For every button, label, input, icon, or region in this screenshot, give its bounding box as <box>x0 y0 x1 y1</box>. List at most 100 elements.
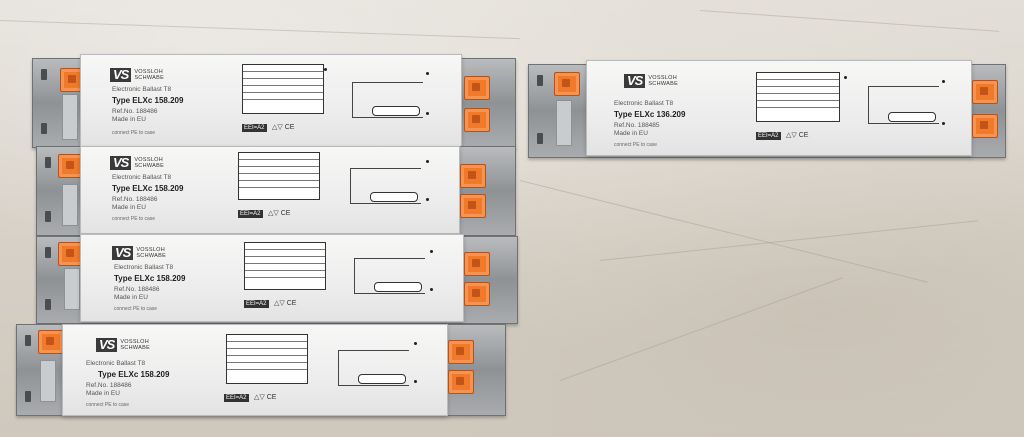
label-strip <box>556 100 572 146</box>
brand-name: VOSSLOH SCHWABE <box>134 157 165 169</box>
input-terminal <box>58 242 84 266</box>
lamp-symbol <box>888 112 936 122</box>
output-terminal <box>464 108 490 132</box>
label-strip <box>40 360 56 402</box>
lamp-symbol <box>374 282 422 292</box>
certification-symbols: △▽ CE <box>786 132 809 139</box>
eei-label: EEI=A2 <box>756 132 781 140</box>
brand-logo: VS VOSSLOH SCHWABE <box>96 338 150 352</box>
spec-table <box>238 152 320 200</box>
wiring-diagram <box>350 168 421 204</box>
certification-symbols: △▽ CE <box>254 394 277 401</box>
wiring-diagram <box>352 82 423 118</box>
brand-logo: VS VOSSLOH SCHWABE <box>112 246 166 260</box>
made-in: Made in EU <box>614 130 648 137</box>
tray-hole <box>25 391 31 402</box>
brand-logo: VS VOSSLOH SCHWABE <box>110 156 164 170</box>
made-in: Made in EU <box>112 116 146 123</box>
brand-name: VOSSLOH SCHWABE <box>136 247 167 259</box>
made-in: Made in EU <box>86 390 120 397</box>
tray-hole <box>45 247 51 258</box>
logo-mark: VS <box>110 156 132 170</box>
lamp-symbol <box>372 106 420 116</box>
lamp-symbol <box>370 192 418 202</box>
brand-name: VOSSLOH SCHWABE <box>648 75 679 87</box>
connect-note: connect PE to case <box>112 216 156 222</box>
brand-name: VOSSLOH SCHWABE <box>120 339 151 351</box>
ref-number: Ref.No. 188486 <box>114 286 160 293</box>
tray-hole <box>45 211 51 222</box>
spec-table <box>226 334 308 384</box>
eei-label: EEI=A2 <box>244 300 269 308</box>
tray-hole <box>537 75 543 86</box>
made-in: Made in EU <box>114 294 148 301</box>
terminal-dot <box>942 122 945 125</box>
tray-hole <box>45 299 51 310</box>
logo-mark: VS <box>624 74 646 88</box>
tray-hole <box>537 133 543 144</box>
output-terminal <box>448 370 474 394</box>
input-terminal <box>554 72 580 96</box>
label-strip <box>62 184 78 226</box>
terminal-dot <box>426 198 429 201</box>
lamp-symbol <box>358 374 406 384</box>
certification-symbols: △▽ CE <box>274 300 297 307</box>
terminal-dot <box>430 250 433 253</box>
output-terminal <box>460 164 486 188</box>
logo-mark: VS <box>96 338 118 352</box>
label-strip <box>62 94 78 140</box>
spec-table <box>244 242 326 290</box>
product-line: Electronic Ballast T8 <box>86 360 146 367</box>
brand-logo: VS VOSSLOH SCHWABE <box>110 68 164 82</box>
output-terminal <box>464 76 490 100</box>
terminal-dot <box>324 68 327 71</box>
output-terminal <box>972 80 998 104</box>
tray-hole <box>25 335 31 346</box>
output-terminal <box>972 114 998 138</box>
eei-label: EEI=A2 <box>224 394 249 402</box>
terminal-dot <box>844 76 847 79</box>
tray-hole <box>41 69 47 80</box>
ballast-type: Type ELXc 158.209 <box>98 370 170 379</box>
product-line: Electronic Ballast T8 <box>614 100 674 107</box>
eei-label: EEI=A2 <box>238 210 263 218</box>
made-in: Made in EU <box>112 204 146 211</box>
label-strip <box>64 268 80 310</box>
ref-number: Ref.No. 188486 <box>112 196 158 203</box>
terminal-dot <box>426 72 429 75</box>
product-line: Electronic Ballast T8 <box>114 264 174 271</box>
output-terminal <box>464 282 490 306</box>
wiring-diagram <box>354 258 425 294</box>
ballast-type: Type ELXc 136.209 <box>614 110 686 119</box>
connect-note: connect PE to case <box>614 142 658 148</box>
ballast-type: Type ELXc 158.209 <box>114 274 186 283</box>
eei-label: EEI=A2 <box>242 124 267 132</box>
certification-symbols: △▽ CE <box>272 124 295 131</box>
brand-logo: VS VOSSLOH SCHWABE <box>624 74 678 88</box>
output-terminal <box>464 252 490 276</box>
brand-name: VOSSLOH SCHWABE <box>134 69 165 81</box>
spec-table <box>242 64 324 114</box>
logo-mark: VS <box>110 68 132 82</box>
terminal-dot <box>426 112 429 115</box>
product-line: Electronic Ballast T8 <box>112 174 172 181</box>
connect-note: connect PE to case <box>86 402 130 408</box>
terminal-dot <box>426 160 429 163</box>
ballast-type: Type ELXc 158.209 <box>112 96 184 105</box>
terminal-dot <box>414 342 417 345</box>
ref-number: Ref.No. 188486 <box>86 382 132 389</box>
tray-hole <box>41 123 47 134</box>
wiring-diagram <box>338 350 409 386</box>
tray-hole <box>45 157 51 168</box>
terminal-dot <box>414 380 417 383</box>
input-terminal <box>58 154 84 178</box>
ballast-type: Type ELXc 158.209 <box>112 184 184 193</box>
output-terminal <box>448 340 474 364</box>
input-terminal <box>38 330 64 354</box>
spec-table <box>756 72 840 122</box>
logo-mark: VS <box>112 246 134 260</box>
connect-note: connect PE to case <box>114 306 158 312</box>
ref-number: Ref.No. 188486 <box>112 108 158 115</box>
terminal-dot <box>942 80 945 83</box>
wiring-diagram <box>868 86 939 124</box>
